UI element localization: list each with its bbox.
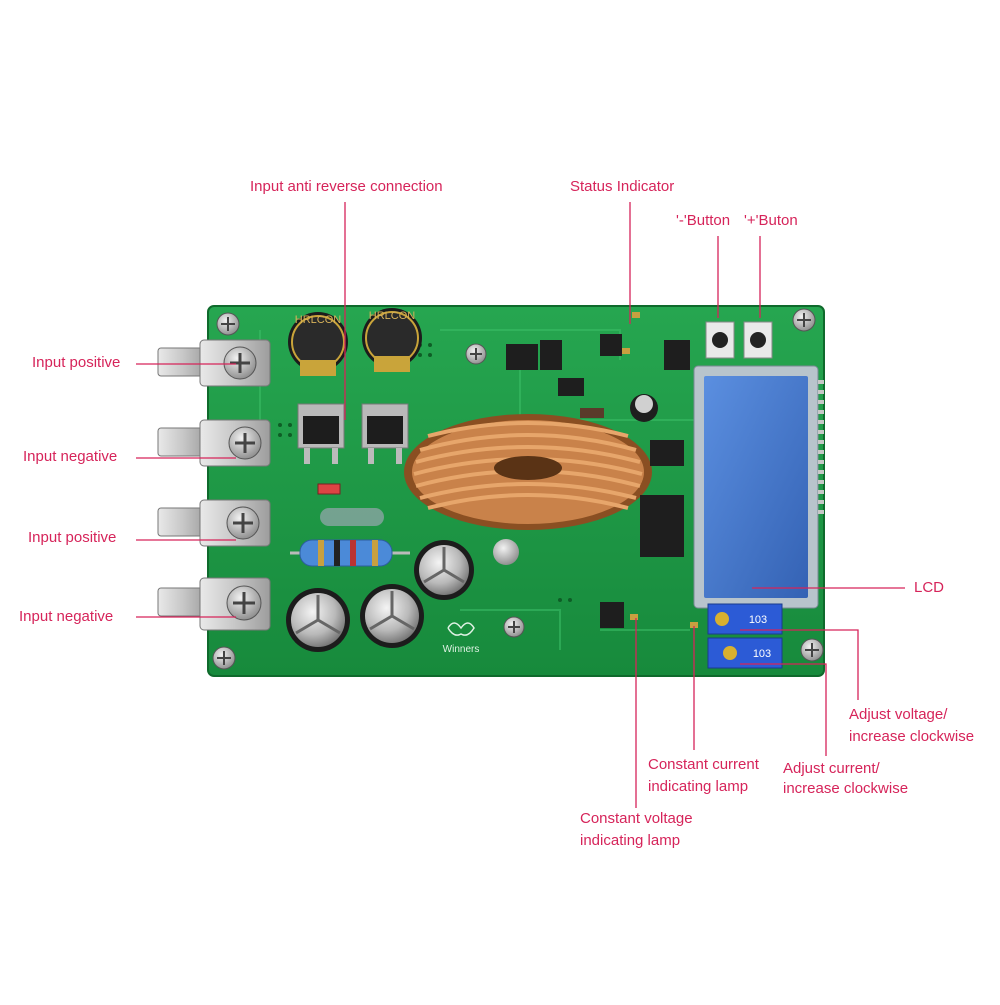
label-status-indicator: Status Indicator (570, 178, 675, 195)
label-input-negative-2: Input negative (19, 608, 114, 625)
label-input-positive-1: Input positive (32, 354, 121, 371)
ic-chips (506, 334, 690, 628)
toroid-inductor (404, 414, 652, 530)
label-adjust-voltage-2: increase clockwise (849, 728, 975, 745)
label-adjust-voltage-1: Adjust voltage/ (849, 706, 948, 723)
tact-buttons (705, 321, 773, 359)
top-capacitors: HRLCON HRLCON (288, 308, 422, 376)
label-input-negative-1: Input negative (23, 448, 118, 465)
bottom-capacitors: Winners (286, 539, 519, 655)
label-input-anti-reverse: Input anti reverse connection (250, 178, 443, 195)
pot-code-1: 103 (749, 614, 767, 626)
label-constant-voltage-2: indicating lamp (580, 832, 681, 849)
indicator-leds (630, 312, 698, 628)
lcd-module (693, 365, 824, 609)
label-minus-button: '-'Button (676, 212, 731, 229)
label-adjust-current-2: increase clockwise (783, 780, 909, 797)
trim-potentiometers: 103 103 (707, 603, 783, 669)
mosfet-pair (297, 403, 409, 495)
power-resistor (290, 508, 410, 567)
label-constant-current-2: indicating lamp (648, 778, 749, 795)
corner-screws (212, 308, 824, 670)
label-plus-button: '+'Buton (744, 212, 798, 229)
winners-logo-text: Winners (443, 644, 480, 655)
label-constant-current-1: Constant current (648, 756, 759, 773)
pot-code-2: 103 (753, 648, 771, 660)
label-constant-voltage-1: Constant voltage (580, 810, 693, 827)
cap-brand-text: HRLCON (295, 314, 342, 326)
leader-lines (136, 202, 905, 808)
label-adjust-current-1: Adjust current/ (783, 760, 880, 777)
label-input-positive-2: Input positive (28, 529, 117, 546)
label-lcd: LCD (914, 579, 945, 596)
cap-brand-text-2: HRLCON (369, 310, 416, 322)
